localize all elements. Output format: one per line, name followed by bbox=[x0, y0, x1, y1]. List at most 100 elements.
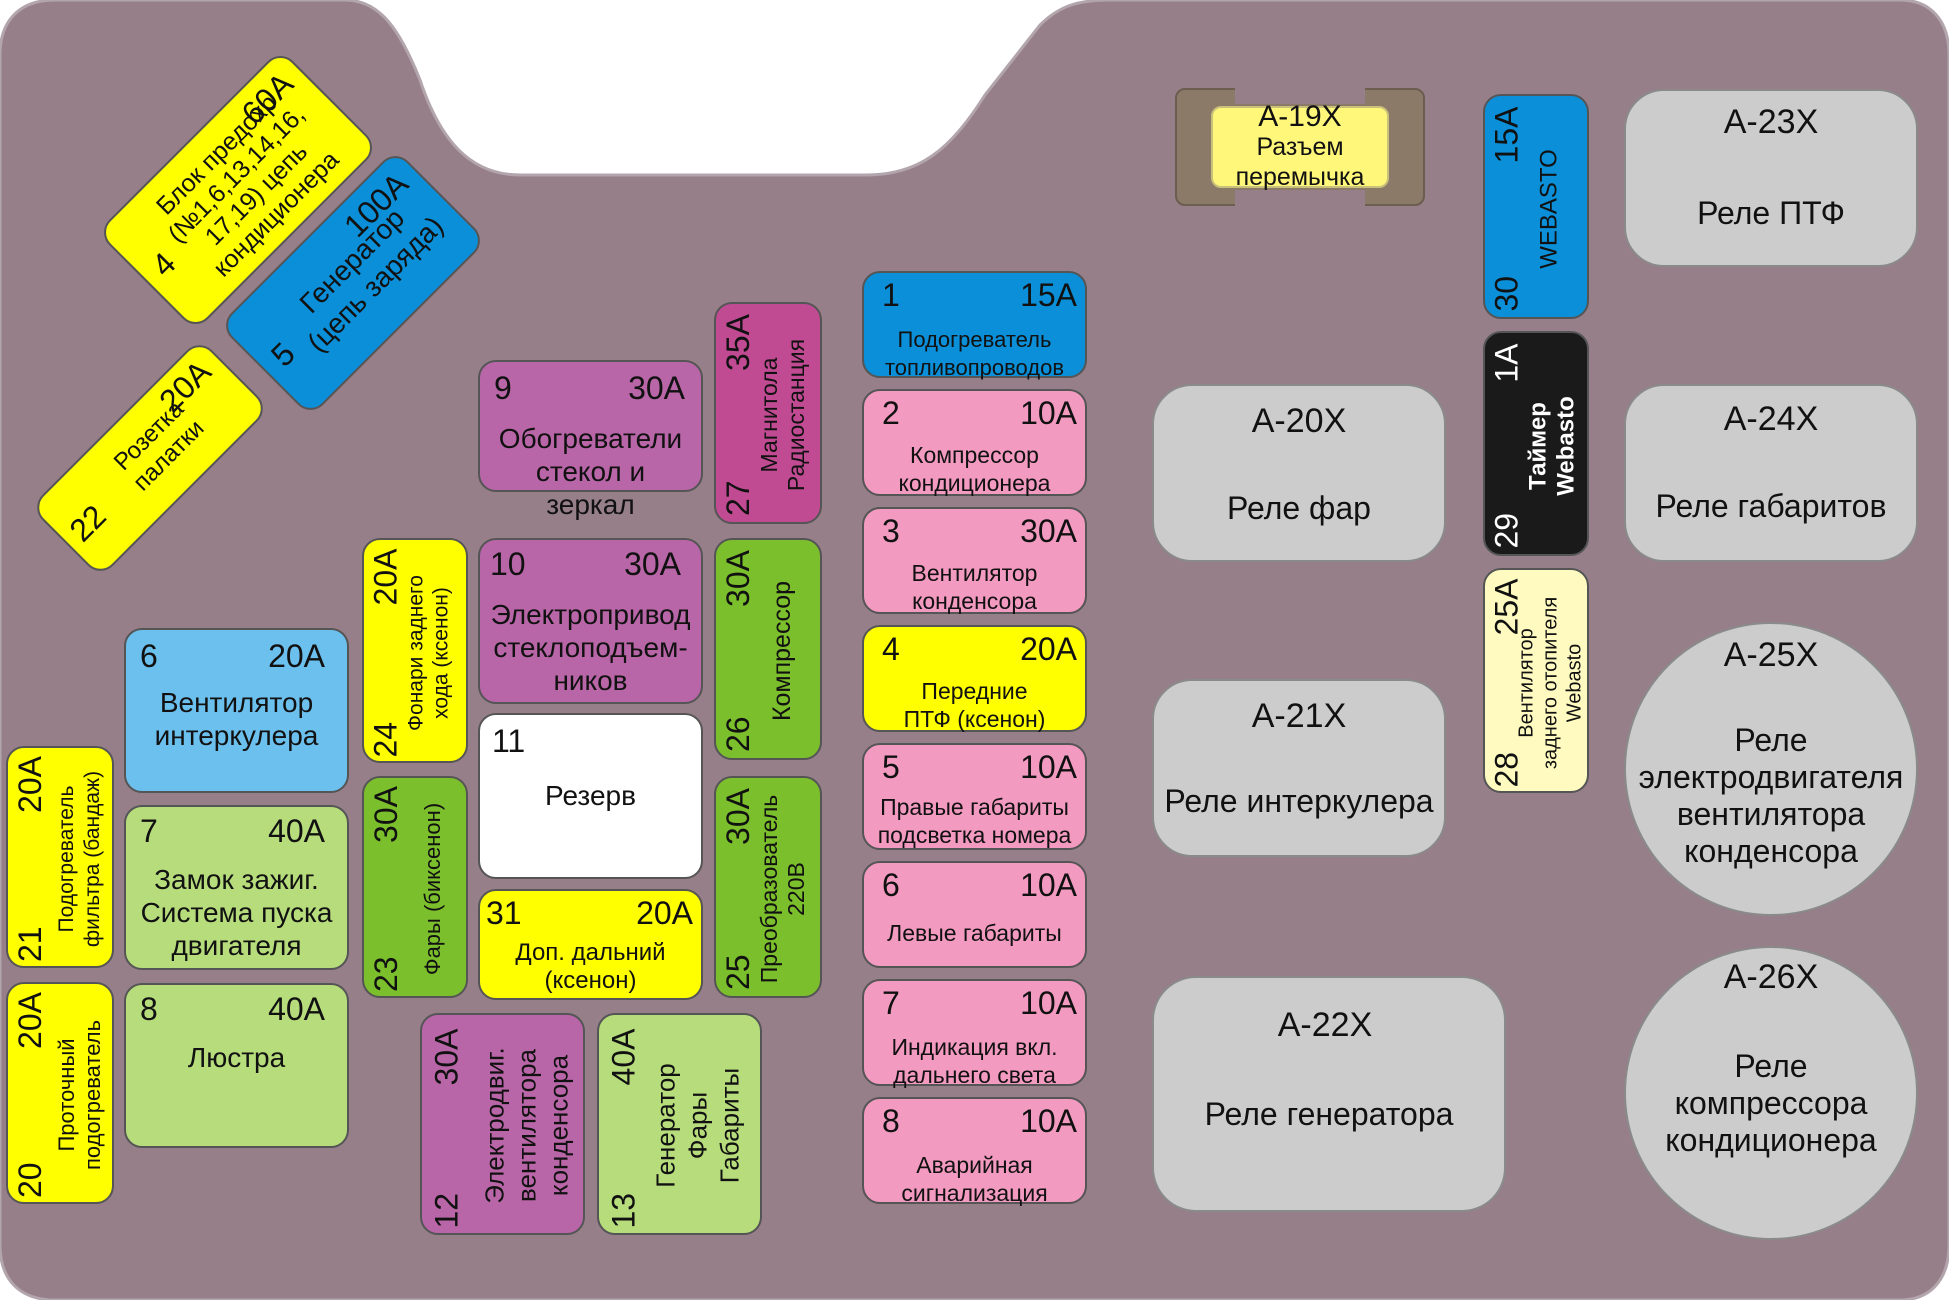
fuse-10-desc-line: стеклоподъем- bbox=[493, 632, 688, 663]
mini-fuse-7-desc-line: дальнего света bbox=[893, 1062, 1056, 1088]
mini-fuse-4-description: Передние ПТФ (ксенон) bbox=[864, 677, 1085, 733]
fuse-7-number: 7 bbox=[140, 813, 158, 849]
fuse-20-rotated: 20 20A Проточный подогреватель bbox=[8, 984, 116, 1206]
fuse-7-desc-line: двигателя bbox=[171, 930, 302, 961]
relay-a25x-name: A-25X bbox=[1723, 636, 1819, 674]
fuse-20: 20 20A Проточный подогреватель bbox=[6, 982, 114, 1204]
fuse-10-desc-line: ников bbox=[553, 665, 628, 696]
fuse-28-desc-line: заднего отопителя bbox=[1539, 596, 1562, 770]
fuse-20-desc-line: подогреватель bbox=[80, 1019, 105, 1171]
fuse-29-number: 29 bbox=[1488, 512, 1525, 549]
fuse-28-description: Вентилятор заднего отопителя Webasto bbox=[1515, 571, 1587, 796]
fuse-31-rating: 20A bbox=[636, 895, 693, 931]
relay-a20x-description: Реле фар bbox=[1227, 490, 1371, 526]
fuse-23-number: 23 bbox=[368, 956, 404, 992]
mini-fuse-3-description: Вентилятор конденсора bbox=[864, 559, 1085, 615]
mini-fuse-2: 2 10A Компрессор кондиционера bbox=[862, 389, 1087, 496]
mini-fuse-3-number: 3 bbox=[882, 513, 900, 549]
fuse-9-number: 9 bbox=[494, 370, 512, 406]
fuse-9-rating: 30A bbox=[628, 370, 685, 406]
fuse-11: 11 Резерв bbox=[478, 713, 703, 879]
fuse-26-number: 26 bbox=[720, 716, 756, 752]
mini-fuse-5-desc-line: подсветка номера bbox=[877, 822, 1072, 848]
mini-fuse-6-rating: 10A bbox=[1020, 867, 1077, 903]
fuse-12-number: 12 bbox=[428, 1192, 465, 1229]
mini-fuse-7-desc-line: Индикация вкл. bbox=[891, 1034, 1058, 1060]
relay-a25x-desc-line: электродвигателя bbox=[1638, 759, 1904, 795]
fuse-20-rating: 20A bbox=[12, 992, 48, 1049]
fuse-7: 7 40A Замок зажиг. Система пуска двигате… bbox=[124, 805, 349, 970]
relay-a24x: A-24X Реле габаритов bbox=[1624, 384, 1918, 562]
fuse-7-desc-line: Замок зажиг. bbox=[154, 864, 319, 895]
fuse-9-desc-line: зеркал bbox=[546, 489, 635, 520]
connector-desc-line: перемычка bbox=[1235, 163, 1365, 191]
fuse-6-rating: 20A bbox=[268, 638, 325, 674]
mini-fuse-3-desc-line: конденсора bbox=[912, 588, 1037, 614]
fuse-8: 8 40A Люстра bbox=[124, 983, 349, 1148]
fuse-29-description: Таймер Webasto bbox=[1525, 334, 1581, 559]
fuse-11-description: Резерв bbox=[545, 780, 636, 811]
fuse-10: 10 30A Электропривод стеклоподъем- ников bbox=[478, 538, 703, 704]
fuse-13-description: Генератор Фары Габариты bbox=[650, 1015, 746, 1237]
fuse-12-desc-line: Электродвиг. bbox=[479, 1047, 510, 1204]
mini-fuse-5-rating: 10A bbox=[1020, 749, 1077, 785]
fuse-25-number: 25 bbox=[720, 954, 756, 990]
fuse-30-rating: 15A bbox=[1488, 106, 1525, 164]
fuse-27-description: Магнитола Радиостанция bbox=[756, 304, 810, 526]
fuse-12: 12 30A Электродвиг. вентилятора конденсо… bbox=[420, 1013, 585, 1235]
fuse-9-description: Обогреватели стекол и зеркал bbox=[480, 422, 701, 521]
mini-fuse-2-desc-line: кондиционера bbox=[898, 470, 1051, 496]
relay-a25x-description: Реле электродвигателя вентилятора конден… bbox=[1626, 722, 1916, 870]
fuse-29-rating: 1A bbox=[1488, 343, 1525, 383]
fuse-24-rating: 20A bbox=[367, 548, 404, 606]
fuse-10-rating: 30A bbox=[624, 546, 681, 582]
fuse-26: 26 30A Компрессор bbox=[714, 538, 822, 760]
fuse-11-number: 11 bbox=[492, 723, 526, 759]
fuse-24-rotated: 24 20A Фонари заднего хода (ксенон) bbox=[364, 541, 470, 766]
relay-a21x-description: Реле интеркулера bbox=[1164, 783, 1434, 819]
mini-fuse-4-rating: 20A bbox=[1020, 631, 1077, 667]
fuse-13-desc-line: Фары bbox=[682, 1091, 713, 1160]
mini-fuse-3-rating: 30A bbox=[1020, 513, 1077, 549]
fuse-25-rating: 30A bbox=[720, 788, 756, 845]
fuse-10-description: Электропривод стеклоподъем- ников bbox=[480, 598, 701, 697]
fuse-7-desc-line: Система пуска bbox=[140, 897, 333, 928]
relay-a23x-description: Реле ПТФ bbox=[1697, 195, 1845, 231]
fuse-24-desc-line: Фонари заднего bbox=[404, 575, 428, 731]
fuse-13-desc-line: Габариты bbox=[714, 1067, 745, 1184]
fuse-23-description: Фары (биксенон) bbox=[420, 802, 445, 976]
relay-a20x: A-20X Реле фар bbox=[1152, 384, 1446, 562]
fuse-21-desc-line: Подогреватель bbox=[55, 785, 78, 933]
relay-a25x-desc-line: конденсора bbox=[1684, 833, 1858, 869]
fuse-13-desc-line: Генератор bbox=[650, 1063, 681, 1188]
fuse-9-desc-line: Обогреватели bbox=[498, 423, 683, 454]
connector-description: Разъем перемычка bbox=[1175, 132, 1425, 192]
mini-fuse-3: 3 30A Вентилятор конденсора bbox=[862, 507, 1087, 614]
fuse-6-desc-line: интеркулера bbox=[154, 720, 319, 751]
connector-name: A-19X bbox=[1258, 100, 1342, 133]
relay-a22x-description: Реле генератора bbox=[1204, 1096, 1454, 1132]
fuse-29-rotated: 29 1A Таймер Webasto bbox=[1485, 334, 1591, 559]
mini-fuse-6-description: Левые габариты bbox=[887, 920, 1062, 946]
mini-fuse-4-desc-line: ПТФ (ксенон) bbox=[903, 706, 1046, 732]
fuse-8-description: Люстра bbox=[187, 1042, 286, 1073]
relay-a25x-desc-line: Реле bbox=[1734, 722, 1808, 758]
relay-a24x-description: Реле габаритов bbox=[1655, 488, 1887, 524]
mini-fuse-5-desc-line: Правые габариты bbox=[880, 794, 1069, 820]
fuse-24-number: 24 bbox=[367, 721, 404, 758]
mini-fuse-1-number: 1 bbox=[882, 277, 900, 313]
fuse-27-rating: 35A bbox=[720, 314, 756, 371]
fuse-31-desc-line: Доп. дальний bbox=[515, 939, 666, 966]
fuse-23-rotated: 23 30A Фары (биксенон) bbox=[364, 778, 470, 1000]
fuse-28: 28 25A Вентилятор заднего отопителя Weba… bbox=[1483, 568, 1589, 793]
mini-fuse-7-description: Индикация вкл. дальнего света bbox=[864, 1033, 1085, 1089]
mini-fuse-4-desc-line: Передние bbox=[921, 678, 1028, 704]
fuse-12-desc-line: вентилятора bbox=[511, 1048, 542, 1203]
fuse-25-desc-line: 220В bbox=[783, 862, 809, 916]
fuse-9-desc-line: стекол и bbox=[535, 456, 646, 487]
fuse-28-rotated: 28 25A Вентилятор заднего отопителя Weba… bbox=[1485, 571, 1591, 796]
mini-fuse-5-number: 5 bbox=[882, 749, 900, 785]
relay-a26x-name: A-26X bbox=[1723, 958, 1819, 996]
fuse-29-desc-line: Таймер bbox=[1524, 402, 1552, 490]
mini-fuse-7-rating: 10A bbox=[1020, 985, 1077, 1021]
